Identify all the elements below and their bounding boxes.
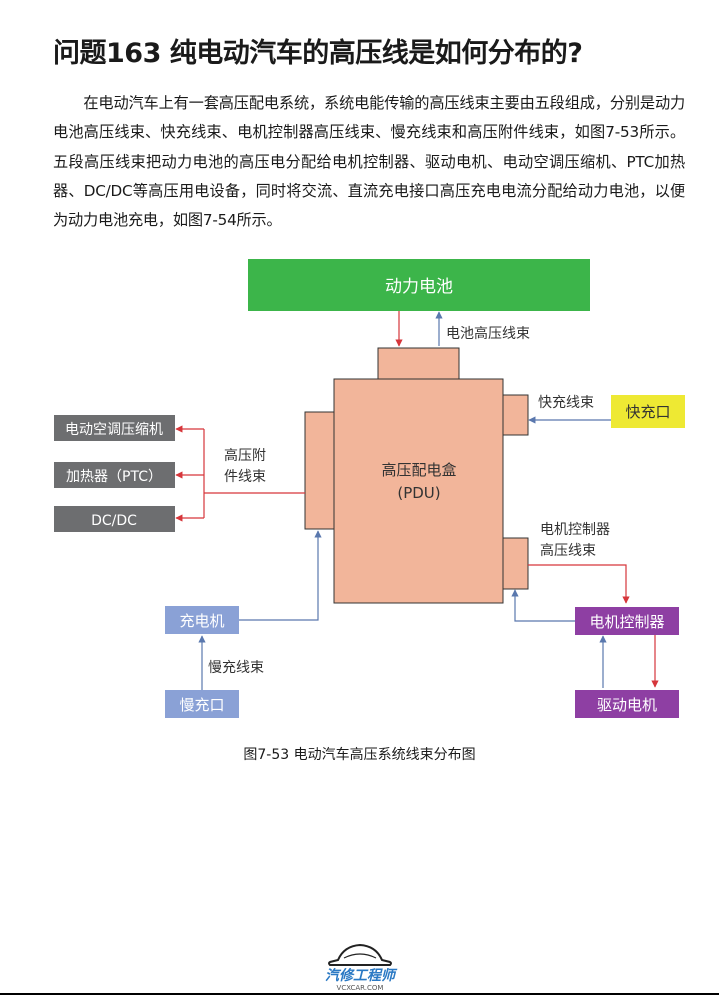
drive-motor-label: 驱动电机 bbox=[597, 696, 657, 714]
slow-charge-harness-label: 慢充线束 bbox=[208, 659, 264, 676]
motor-harness-label-2: 高压线束 bbox=[540, 542, 596, 559]
high-voltage-wiring-diagram: 动力电池 电池高压线束 高压配电盒 (PDU) 快充口 快充线束 高压附 件线束… bbox=[54, 259, 685, 718]
drive-motor-box bbox=[575, 690, 679, 718]
pdu-to-motor-controller-arrow bbox=[528, 564, 630, 604]
aux-harness-label-2: 件线束 bbox=[224, 469, 266, 485]
pdu-left-connector bbox=[304, 411, 335, 530]
charger-box bbox=[165, 606, 239, 634]
fast-charge-port-label: 快充口 bbox=[625, 403, 670, 421]
ac-compressor-label: 电动空调压缩机 bbox=[65, 422, 163, 438]
car-silhouette-icon bbox=[328, 943, 392, 966]
battery-label: 动力电池 bbox=[385, 277, 453, 297]
pdu-label: 高压配电盒 bbox=[381, 461, 456, 479]
logo-url: VCXCAR.COM bbox=[337, 984, 384, 992]
aux-harness-label: 高压附 bbox=[224, 447, 266, 464]
motor-controller-label: 电机控制器 bbox=[589, 613, 664, 631]
motor-controller-box bbox=[575, 607, 679, 635]
battery-harness-label: 电池高压线束 bbox=[446, 325, 530, 342]
heater-box bbox=[54, 462, 175, 488]
page-title: 问题163 纯电动汽车的高压线是如何分布的? bbox=[53, 38, 583, 69]
pdu-right-top-connector bbox=[502, 394, 529, 436]
pdu-label-abbr: (PDU) bbox=[397, 484, 440, 502]
motor-controller-to-pdu-arrow bbox=[511, 589, 575, 622]
pdu-right-bottom-connector bbox=[502, 537, 529, 590]
charger-to-pdu-arrow bbox=[239, 530, 322, 621]
fast-charge-harness-label: 快充线束 bbox=[538, 395, 594, 411]
dcdc-label: DC/DC bbox=[91, 513, 137, 529]
logo-text: 汽修工程师 bbox=[325, 967, 398, 984]
pdu-box bbox=[333, 378, 504, 604]
slow-charge-port-label: 慢充口 bbox=[179, 696, 224, 714]
heater-label: 加热器（PTC） bbox=[66, 469, 162, 485]
motor-harness-label: 电机控制器 bbox=[540, 522, 610, 538]
dcdc-box bbox=[54, 506, 175, 532]
fast-charge-port-box bbox=[611, 395, 685, 428]
vcxcar-logo: 汽修工程师 VCXCAR.COM bbox=[325, 943, 398, 992]
pdu-top-connector bbox=[377, 347, 460, 380]
body-paragraph: 在电动汽车上有一套高压配电系统，系统电能传输的高压线束主要由五段组成，分别是动力… bbox=[53, 94, 685, 230]
battery-box bbox=[248, 259, 590, 311]
figure-caption: 图7-53 电动汽车高压系统线束分布图 bbox=[243, 747, 476, 763]
bottom-divider bbox=[0, 993, 719, 995]
charger-label: 充电机 bbox=[179, 612, 224, 630]
ac-compressor-box bbox=[54, 415, 175, 441]
slow-charge-port-box bbox=[165, 690, 239, 718]
